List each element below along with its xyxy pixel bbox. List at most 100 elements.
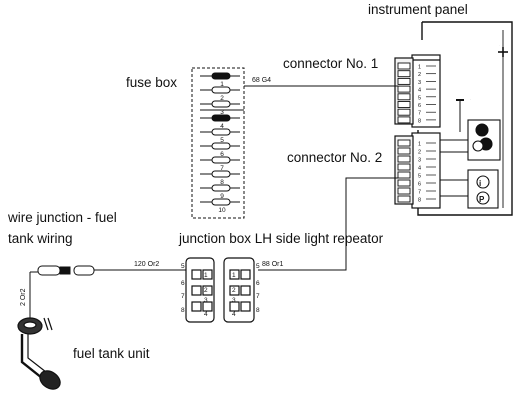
connector-pin-number: 7 bbox=[418, 190, 421, 196]
connector-pin bbox=[397, 187, 411, 195]
fuse-number: 3 bbox=[220, 109, 224, 116]
wire-junction-plugs bbox=[37, 265, 95, 276]
fuse-box bbox=[191, 67, 245, 219]
fuse-body bbox=[211, 184, 231, 192]
fuse: 1 bbox=[200, 72, 240, 88]
fuse-body bbox=[211, 100, 231, 108]
junction-number: 5 bbox=[181, 263, 185, 270]
parking-glyph: P bbox=[479, 195, 485, 204]
wire-junction-label-line1: wire junction - fuel bbox=[8, 210, 117, 225]
fuse-body bbox=[211, 128, 231, 136]
connector-pin-number: 1 bbox=[418, 142, 421, 148]
fuse-number: 1 bbox=[220, 81, 224, 88]
connector-pin-number: 6 bbox=[418, 182, 421, 188]
fuel-gauge-glyph: i bbox=[479, 179, 481, 188]
fuel-tank-unit bbox=[17, 317, 61, 390]
wires bbox=[29, 85, 398, 320]
fuel-tank-unit-label: fuel tank unit bbox=[73, 346, 150, 361]
connector-1-pins: 12 3 45 6 78 bbox=[397, 62, 436, 124]
connector-pin-number: 5 bbox=[418, 95, 421, 101]
connector-pin-number: 5 bbox=[418, 174, 421, 180]
connector-pin-number: 3 bbox=[418, 158, 421, 164]
connector-pin-number: 7 bbox=[418, 111, 421, 117]
junction-number: 6 bbox=[256, 280, 260, 287]
fuse-body bbox=[211, 142, 231, 150]
connector-pin-number: 1 bbox=[418, 65, 421, 71]
wire-junction-label-line2: tank wiring bbox=[8, 231, 73, 246]
junction-number: 8 bbox=[181, 307, 185, 314]
connector-pin bbox=[397, 163, 411, 171]
fuse-box-label: fuse box bbox=[126, 75, 178, 90]
warning-lamps bbox=[440, 119, 501, 161]
connector-pin-number: 4 bbox=[418, 88, 421, 94]
connector-pin bbox=[397, 179, 411, 187]
wire-code-sender: 2 Or2 bbox=[20, 288, 27, 306]
fuse-number: 5 bbox=[220, 137, 224, 144]
fuse-number: 8 bbox=[220, 179, 224, 186]
connector-pin-number: 6 bbox=[418, 103, 421, 109]
connector-pin bbox=[397, 93, 411, 101]
junction-number: 7 bbox=[181, 293, 185, 300]
connector-pin bbox=[397, 155, 411, 163]
junction-box-left bbox=[185, 257, 215, 323]
junction-number: 4 bbox=[232, 311, 236, 318]
wire-junction-to-panel bbox=[258, 177, 398, 271]
connector-pin bbox=[397, 108, 411, 116]
junction-number: 3 bbox=[232, 297, 236, 304]
fuse-number: 4 bbox=[220, 123, 224, 130]
fuse-number: 6 bbox=[220, 151, 224, 158]
junction-number: 2 bbox=[232, 287, 236, 294]
instrument-panel-label: instrument panel bbox=[368, 2, 468, 17]
junction-number: 3 bbox=[204, 297, 208, 304]
junction-number: 5 bbox=[256, 263, 260, 270]
junction-number: 2 bbox=[204, 287, 208, 294]
indicator-lamps bbox=[440, 169, 499, 209]
connector-pin bbox=[397, 195, 411, 203]
fuse: 4 bbox=[200, 114, 240, 130]
fuse-body bbox=[211, 72, 231, 80]
junction-number: 6 bbox=[181, 280, 185, 287]
fuse: 9 bbox=[200, 184, 240, 200]
connector-pin bbox=[397, 116, 411, 124]
connector-pin bbox=[397, 62, 411, 70]
minus-terminal bbox=[456, 99, 464, 132]
connector-2-label: connector No. 2 bbox=[287, 150, 383, 165]
connector-pin bbox=[397, 85, 411, 93]
junction-number: 7 bbox=[256, 293, 260, 300]
fuse: 8 bbox=[200, 170, 240, 186]
fuse: 2 bbox=[200, 86, 240, 102]
connector-pin-number: 4 bbox=[418, 166, 421, 172]
connector-pin bbox=[397, 171, 411, 179]
fuse-number: 9 bbox=[220, 193, 224, 200]
wire-code-fuse-panel: 68 G4 bbox=[252, 77, 271, 84]
junction-box-right bbox=[223, 257, 255, 323]
plus-terminal bbox=[498, 47, 508, 57]
wire-code-tank-junction: 120 Or2 bbox=[134, 261, 159, 268]
fuse: 3 bbox=[200, 100, 240, 116]
connector-pin-number: 2 bbox=[418, 72, 421, 78]
connector-pin-number: 3 bbox=[418, 80, 421, 86]
fuse: 6 bbox=[200, 142, 240, 158]
junction-number: 4 bbox=[204, 311, 208, 318]
fuse: 5 bbox=[200, 128, 240, 144]
junction-box-label: junction box LH side light repeator bbox=[179, 231, 384, 246]
fuse-body bbox=[211, 198, 231, 206]
connector-pin-number: 8 bbox=[418, 118, 421, 124]
connector-pin-number: 8 bbox=[418, 198, 421, 204]
fuse-body bbox=[211, 170, 231, 178]
connector-pin bbox=[397, 70, 411, 78]
connector-pin bbox=[397, 147, 411, 155]
wire-code-junction-panel: 88 Or1 bbox=[262, 261, 284, 268]
fuse: 10 bbox=[200, 198, 240, 214]
junction-number: 1 bbox=[204, 272, 208, 279]
junction-number: 1 bbox=[232, 272, 236, 279]
connector-pin bbox=[397, 139, 411, 147]
plus-symbol: + bbox=[499, 45, 500, 47]
connector-pin bbox=[397, 77, 411, 85]
fuse-number: 10 bbox=[218, 207, 226, 214]
fuse-number: 2 bbox=[220, 95, 224, 102]
